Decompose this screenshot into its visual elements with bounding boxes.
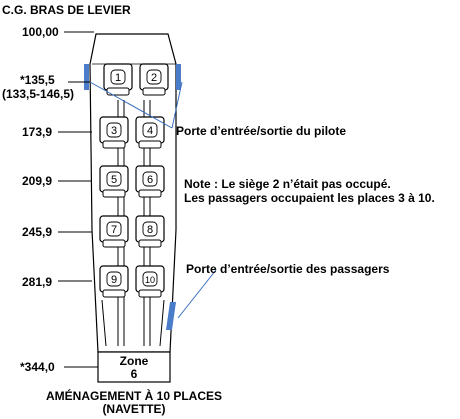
seat-number-4: 4 (147, 125, 153, 137)
seat-10: 10 (135, 265, 165, 298)
seat-number-3: 3 (111, 125, 117, 137)
station-label-245: 245,9 (22, 225, 52, 239)
seat-1: 1 (103, 63, 133, 96)
note-line-2: Les passagers occupaient les places 3 à … (184, 191, 435, 205)
seat-number-6: 6 (147, 174, 153, 186)
caption-line-2: (NAVETTE) (102, 402, 165, 416)
diagram-title: C.G. BRAS DE LEVIER (2, 3, 131, 17)
passenger-door (166, 302, 176, 330)
zone-box (97, 351, 171, 383)
station-label-100: 100,00 (22, 25, 59, 39)
pilot-door-left (84, 64, 89, 90)
seat-6: 6 (135, 165, 165, 198)
seat-number-5: 5 (111, 174, 117, 186)
station-ticks (58, 31, 98, 368)
seats-layer: 1 2 3 4 5 6 7 8 9 10 (99, 63, 169, 298)
seat-number-7: 7 (111, 224, 117, 236)
note-line-1: Note : Le siège 2 n’était pas occupé. (184, 177, 391, 191)
seat-8: 8 (135, 215, 165, 248)
seat-number-2: 2 (151, 72, 157, 84)
station-label-344: *344,0 (20, 360, 55, 374)
station-range-135: (133,5-146,5) (2, 87, 74, 101)
passenger-door-label: Porte d’entrée/sortie des passagers (186, 262, 390, 276)
pilot-door-label: Porte d’entrée/sortie du pilote (176, 124, 346, 138)
zone-label: Zone (120, 354, 149, 368)
leader-lines (89, 81, 217, 319)
seat-3: 3 (99, 116, 129, 149)
seat-number-10: 10 (145, 275, 155, 285)
pilot-door-right (176, 64, 181, 90)
zone-number: 6 (131, 367, 138, 381)
caption-line-1: AMÉNAGEMENT À 10 PLACES (46, 388, 222, 403)
station-label-281: 281,9 (22, 275, 52, 289)
seat-5: 5 (99, 165, 129, 198)
seat-7: 7 (99, 215, 129, 248)
seat-2: 2 (139, 63, 169, 96)
station-label-173: 173,9 (22, 125, 52, 139)
seat-9: 9 (99, 265, 129, 298)
station-label-209: 209,9 (22, 174, 52, 188)
seat-number-9: 9 (111, 274, 117, 286)
seat-number-8: 8 (147, 224, 153, 236)
seat-number-1: 1 (115, 72, 121, 84)
station-label-135: *135,5 (20, 73, 55, 87)
seat-4: 4 (135, 116, 165, 149)
